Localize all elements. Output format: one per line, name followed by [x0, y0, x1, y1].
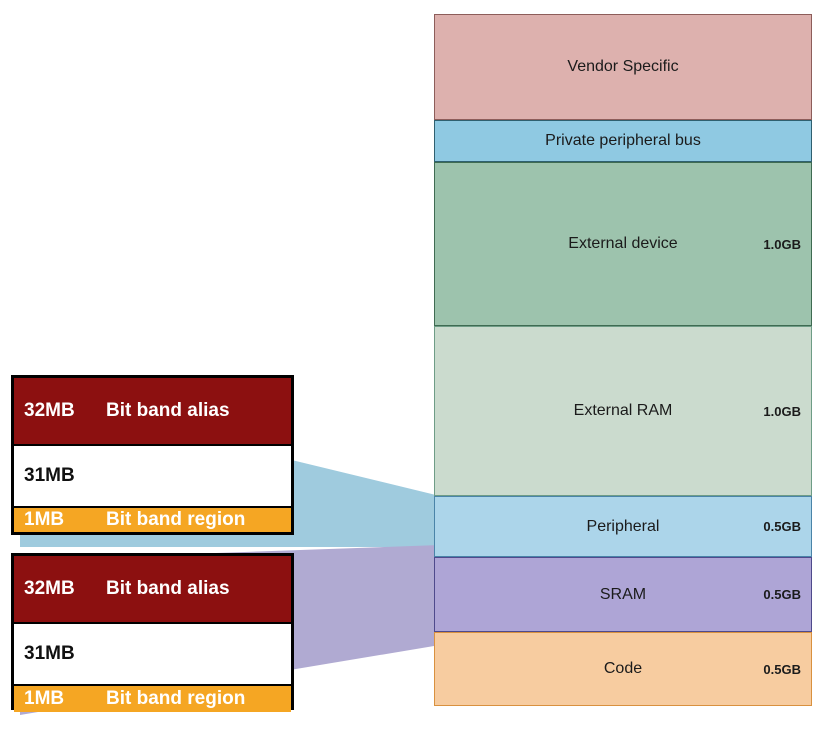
bitband-gap-size: 31MB [24, 643, 75, 664]
bitband-row-gap: 31MB [14, 624, 291, 684]
mem-label-external-ram: External RAM [573, 402, 673, 419]
bitband-row-gap: 31MB [14, 446, 291, 506]
bitband-row-alias: 32MB Bit band alias [14, 556, 291, 624]
bitband-row-region: 1MB Bit band region [14, 506, 291, 532]
memory-map: Vendor Specific Private peripheral bus E… [434, 14, 812, 706]
bitband-region-label: Bit band region [106, 509, 246, 530]
mem-size-external-device: 1.0GB [763, 236, 801, 252]
mem-size-code: 0.5GB [763, 661, 801, 677]
bitband-alias-label: Bit band alias [106, 400, 230, 421]
mem-label-external-device: External device [568, 235, 678, 252]
mem-block-vendor-specific[interactable]: Vendor Specific [434, 14, 812, 120]
mem-label-code: Code [603, 660, 643, 677]
bitband-region-label: Bit band region [106, 688, 246, 709]
mem-size-external-ram: 1.0GB [763, 403, 801, 419]
bitband-gap-size: 31MB [24, 465, 75, 486]
mem-block-external-device[interactable]: External device 1.0GB [434, 162, 812, 326]
mem-block-private-peripheral-bus[interactable]: Private peripheral bus [434, 120, 812, 162]
mem-size-sram: 0.5GB [763, 587, 801, 602]
mem-size-peripheral: 0.5GB [763, 519, 801, 534]
bitband-box-sram[interactable]: 32MB Bit band alias 31MB 1MB Bit band re… [11, 553, 294, 712]
mem-label-peripheral: Peripheral [586, 517, 660, 535]
mem-label-private-peripheral-bus: Private peripheral bus [545, 132, 701, 149]
bitband-alias-size: 32MB [24, 400, 75, 421]
bitband-row-alias: 32MB Bit band alias [14, 378, 291, 446]
bitband-region-size: 1MB [24, 688, 65, 709]
bitband-alias-size: 32MB [24, 578, 75, 599]
mem-block-peripheral[interactable]: Peripheral 0.5GB [434, 496, 812, 557]
mem-label-vendor-specific: Vendor Specific [567, 58, 679, 75]
bitband-region-size: 1MB [24, 509, 65, 530]
mem-block-code[interactable]: Code 0.5GB [434, 632, 812, 706]
bitband-box-peripheral[interactable]: 32MB Bit band alias 31MB 1MB Bit band re… [11, 375, 294, 535]
mem-label-sram: SRAM [599, 585, 647, 603]
mem-block-sram[interactable]: SRAM 0.5GB [434, 557, 812, 632]
bitband-row-region: 1MB Bit band region [14, 684, 291, 712]
mem-block-external-ram[interactable]: External RAM 1.0GB [434, 326, 812, 496]
bitband-alias-label: Bit band alias [106, 578, 230, 599]
